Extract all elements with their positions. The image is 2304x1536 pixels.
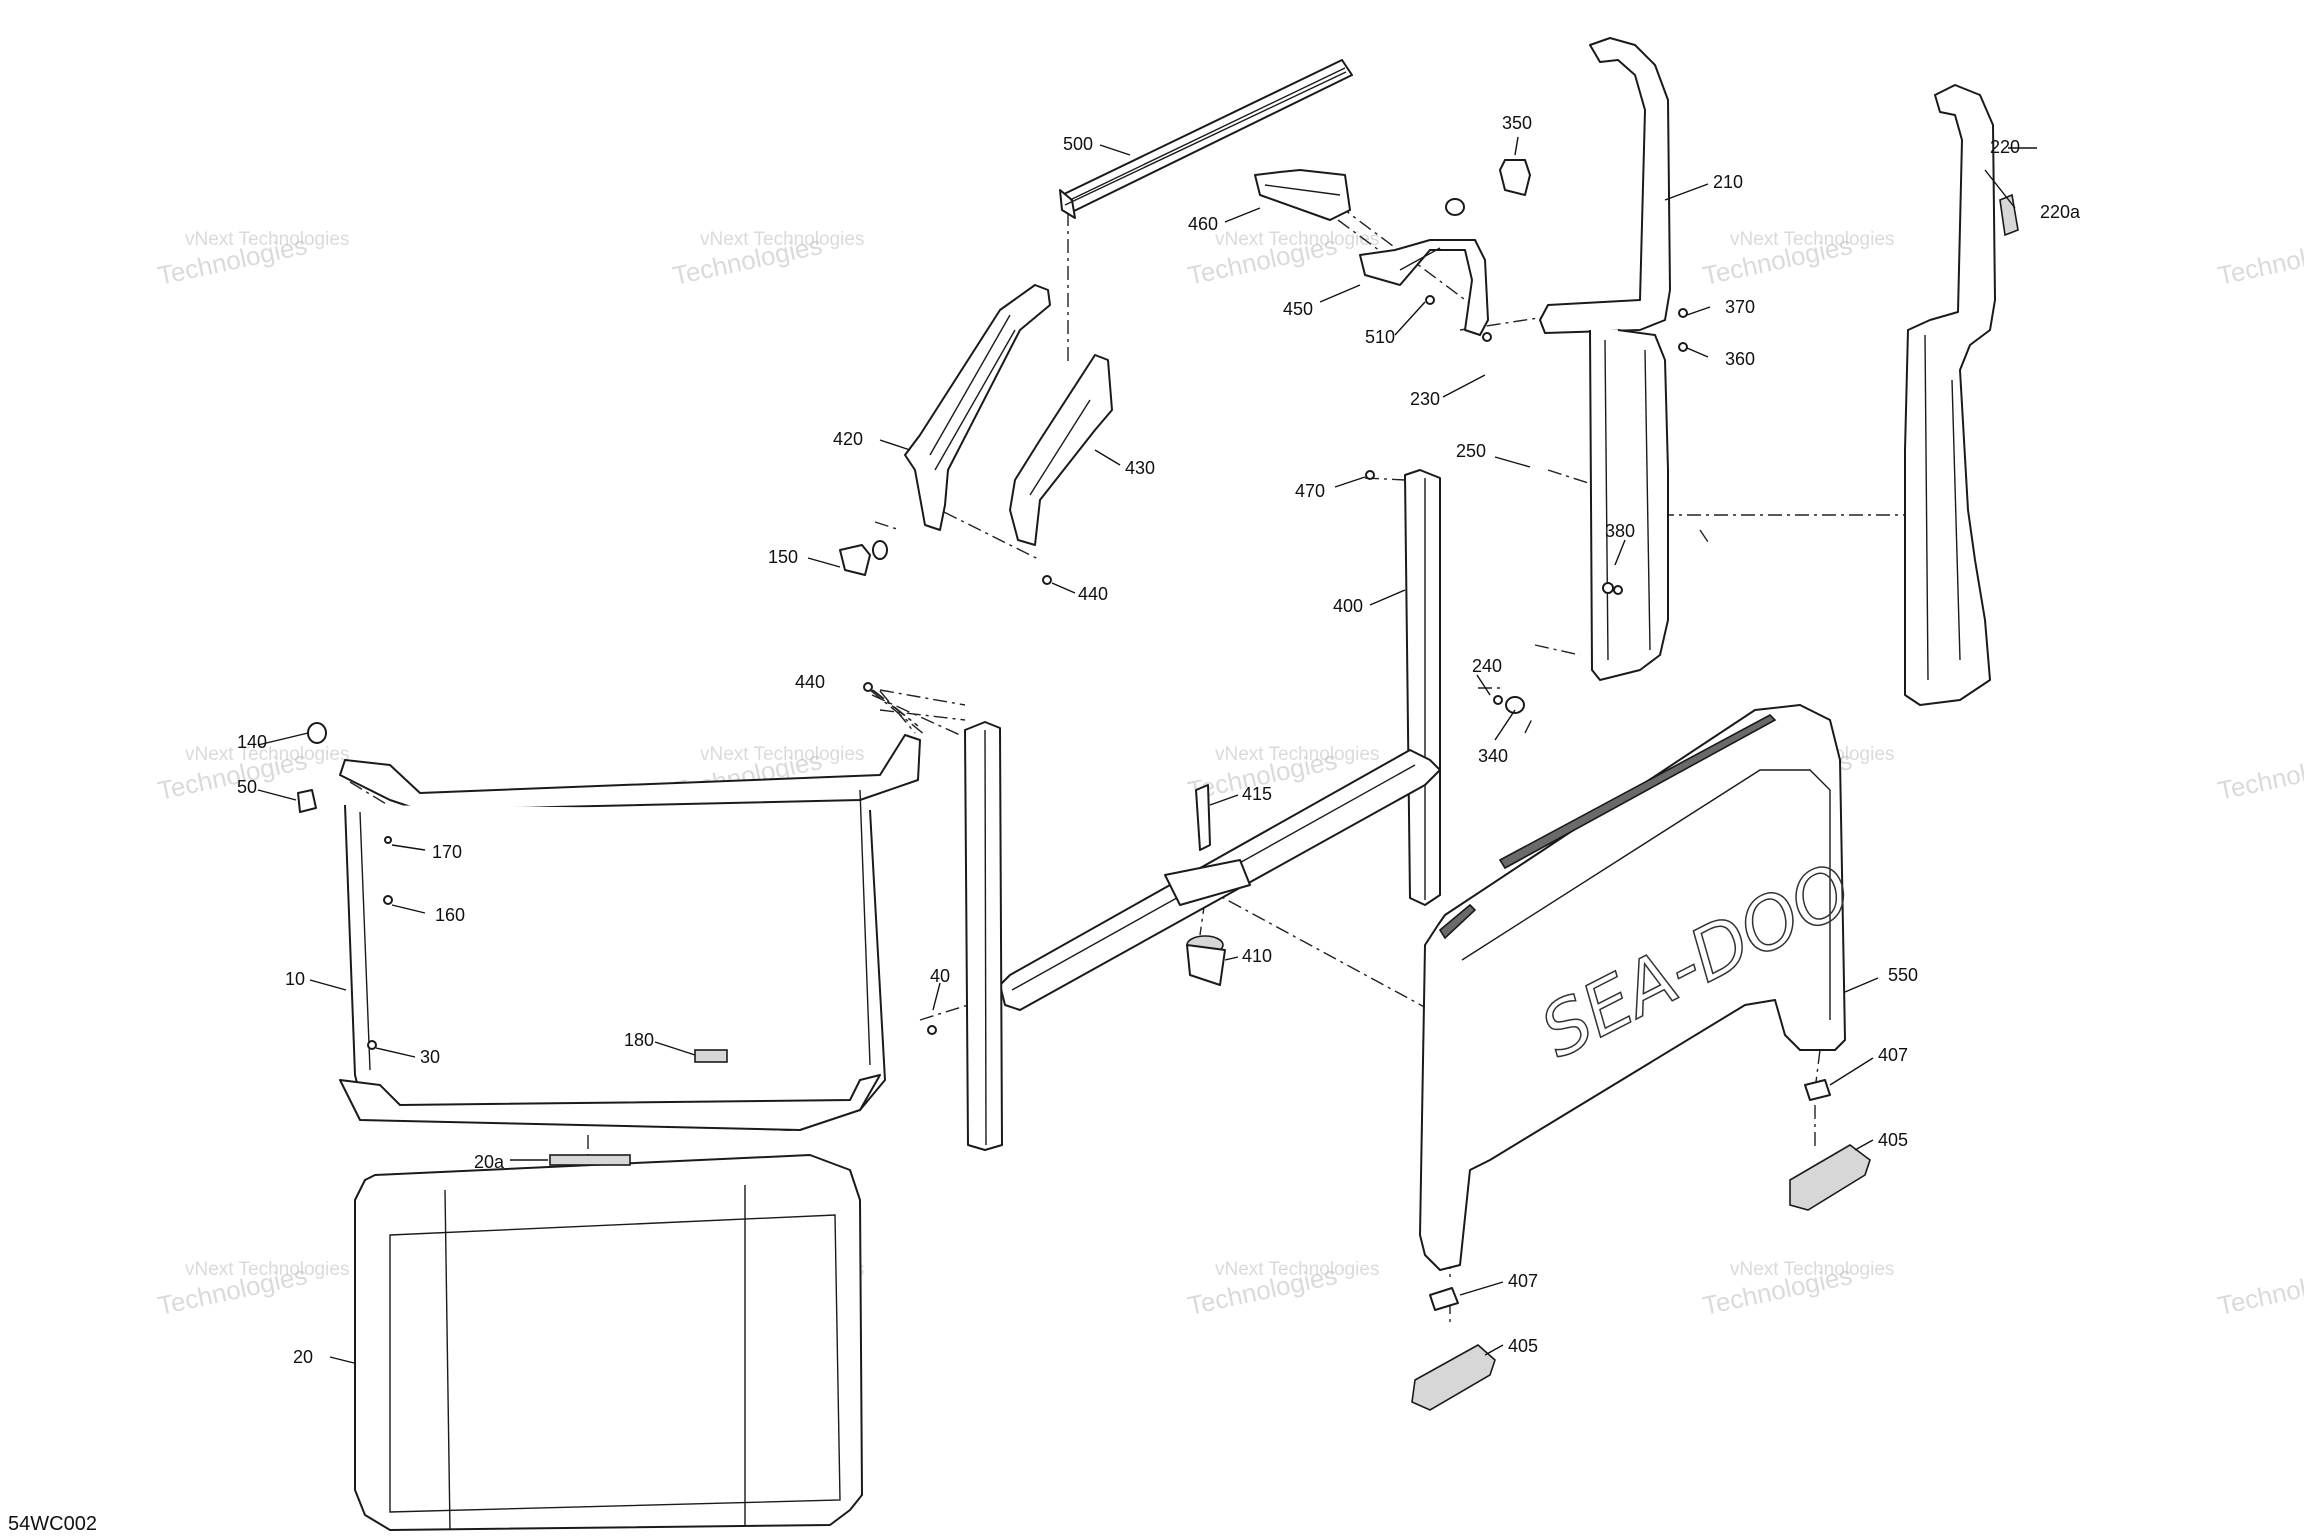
watermark-text: vNext Technologies [700, 229, 864, 250]
callout-410: 410 [1242, 946, 1272, 966]
watermark-text: vNext Technologies [1730, 1259, 1894, 1280]
knob-140-part [307, 722, 327, 744]
callout-360: 360 [1725, 349, 1755, 369]
callout-550: 550 [1888, 965, 1918, 985]
fasteners [367, 295, 1688, 1050]
callout-180: 180 [624, 1030, 654, 1050]
bracket-420-part [904, 284, 1051, 531]
callout-10: 10 [285, 969, 305, 989]
callout-160: 160 [435, 905, 465, 925]
tag-20a-part [549, 1154, 631, 1166]
hinge-407-upper-part [1804, 1079, 1831, 1101]
callout-380: 380 [1605, 521, 1635, 541]
callout-20a: 20a [474, 1152, 505, 1172]
bolt-415-part [1195, 784, 1211, 851]
panel-20-part [354, 1154, 863, 1531]
callout-350: 350 [1502, 113, 1532, 133]
watermark-text: vNext Technologies [1730, 229, 1894, 250]
tag-180-part [694, 1049, 728, 1063]
watermark-text: Technologies [2215, 1260, 2304, 1321]
parts-layer: SEA-DOO [297, 37, 2019, 1531]
watermark-text: Technologies [2215, 745, 2304, 806]
hinge-405-lower-part [1411, 1344, 1496, 1411]
callout-510: 510 [1365, 327, 1395, 347]
grommet-part [1445, 198, 1465, 216]
cap-350-part [1499, 159, 1531, 196]
callout-440-upper: 440 [1078, 584, 1108, 604]
callout-430: 430 [1125, 458, 1155, 478]
leader-lines [257, 136, 2037, 1364]
callout-370: 370 [1725, 297, 1755, 317]
drawing-code: 54WC002 [8, 1513, 97, 1535]
hinge-407-lower-part [1429, 1287, 1459, 1311]
callout-250: 250 [1456, 441, 1486, 461]
side-bar-220-part [1904, 84, 1996, 706]
watermark-text: vNext Technologies [185, 744, 349, 765]
bushing-410-part [1186, 935, 1226, 986]
callout-230: 230 [1410, 389, 1440, 409]
crossbar-frame-part [999, 749, 1441, 1011]
clip-50-part [297, 789, 317, 813]
watermark-text: vNext Technologies [1215, 1259, 1379, 1280]
callout-407-upper: 407 [1878, 1045, 1908, 1065]
callout-210: 210 [1713, 172, 1743, 192]
watermark-text: vNext Technologies [1215, 229, 1379, 250]
callout-405-upper: 405 [1878, 1130, 1908, 1150]
callout-340: 340 [1478, 746, 1508, 766]
callout-220a: 220a [2040, 202, 2081, 222]
callout-140: 140 [237, 732, 267, 752]
hinge-405-upper-part [1789, 1144, 1871, 1211]
callout-170: 170 [432, 842, 462, 862]
watermark-text: vNext Technologies [185, 229, 349, 250]
watermark-text: vNext Technologies [1215, 744, 1379, 765]
callout-20: 20 [293, 1347, 313, 1367]
callout-415: 415 [1242, 784, 1272, 804]
bracket-430-part [1009, 354, 1113, 546]
callout-40: 40 [930, 966, 950, 986]
bracket-450-part [1359, 239, 1489, 336]
callout-450: 450 [1283, 299, 1313, 319]
callout-240: 240 [1472, 656, 1502, 676]
callout-440-lower: 440 [795, 672, 825, 692]
callout-470: 470 [1295, 481, 1325, 501]
cap-150-part [839, 540, 888, 576]
callout-500: 500 [1063, 134, 1093, 154]
frame-10-part [339, 734, 921, 1131]
callout-150: 150 [768, 547, 798, 567]
callout-420: 420 [833, 429, 863, 449]
callout-50: 50 [237, 777, 257, 797]
post-40-part [964, 721, 1003, 1151]
callout-460: 460 [1188, 214, 1218, 234]
callout-405-lower: 405 [1508, 1336, 1538, 1356]
post-400-part [1404, 469, 1441, 906]
callout-400: 400 [1333, 596, 1363, 616]
callout-labels: 500 350 460 450 510 210 220 220a 370 360… [237, 113, 2081, 1367]
watermark-text: vNext Technologies [185, 1259, 349, 1280]
watermark-text: vNext Technologies [700, 744, 864, 765]
bracket-460-part [1254, 169, 1351, 221]
rail-500-part [1059, 59, 1353, 219]
callout-220: 220 [1990, 137, 2020, 157]
callout-407-lower: 407 [1508, 1271, 1538, 1291]
callout-30: 30 [420, 1047, 440, 1067]
watermark-text: Technologies [2215, 230, 2304, 291]
